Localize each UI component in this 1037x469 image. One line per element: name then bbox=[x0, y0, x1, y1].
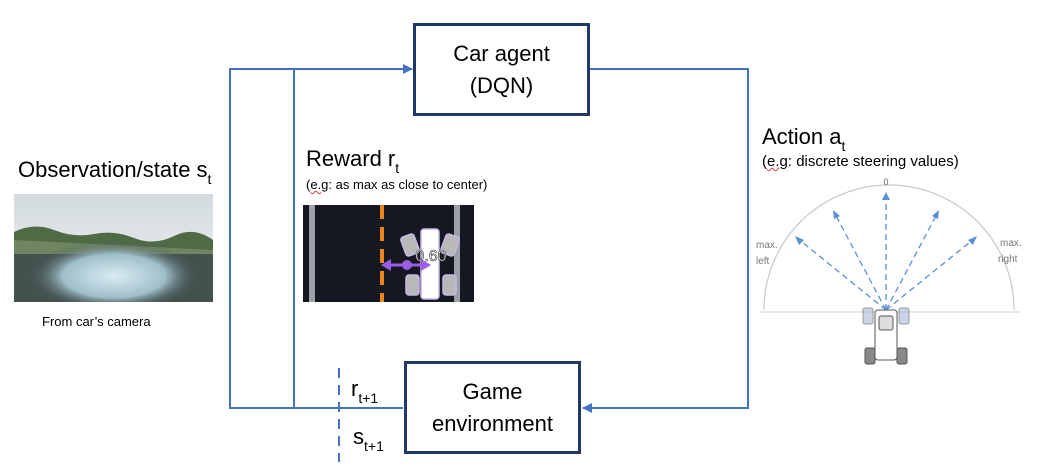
camera-caption: From car’s camera bbox=[42, 314, 151, 329]
reward-feedback-line bbox=[293, 69, 403, 409]
next-state-label: st+1 bbox=[353, 424, 384, 454]
car-agent-title: Car agent bbox=[453, 40, 550, 66]
car-agent-box: Car agent (DQN) bbox=[413, 23, 590, 116]
observation-label: Observation/state st bbox=[18, 157, 212, 187]
steering-diagram: 0 max. left max. right bbox=[756, 177, 1022, 365]
steer-ray-max-left bbox=[796, 237, 887, 311]
action-label: Action at bbox=[762, 124, 846, 154]
car-topdown bbox=[400, 228, 460, 300]
game-environment-box: Game environment bbox=[404, 361, 581, 454]
action-note: (e.g: discrete steering values) bbox=[762, 153, 959, 170]
steer-ray-left bbox=[833, 211, 887, 311]
camera-view-image bbox=[14, 194, 213, 302]
max-right-label-2: right bbox=[998, 254, 1018, 265]
steering-arc bbox=[763, 184, 1015, 311]
steer-ray-max-right bbox=[885, 237, 976, 311]
max-right-label-1: max. bbox=[1000, 238, 1022, 249]
reward-note: (e.g: as max as close to center) bbox=[306, 177, 488, 192]
steer-ray-right bbox=[885, 211, 939, 311]
game-environment-title-1: Game bbox=[462, 378, 523, 404]
car-agent-subtitle: (DQN) bbox=[469, 72, 534, 98]
steer-zero-label: 0 bbox=[883, 177, 888, 187]
reward-label: Reward rt bbox=[306, 146, 400, 176]
action-line bbox=[582, 68, 749, 413]
reward-track-image: 0.60 bbox=[303, 205, 474, 302]
max-left-label-2: left bbox=[756, 256, 770, 267]
max-left-label-1: max. bbox=[756, 240, 778, 251]
steering-car bbox=[862, 307, 910, 365]
game-environment-title-2: environment bbox=[431, 410, 554, 436]
next-reward-label: rt+1 bbox=[351, 376, 379, 406]
reward-value: 0.60 bbox=[415, 248, 446, 265]
